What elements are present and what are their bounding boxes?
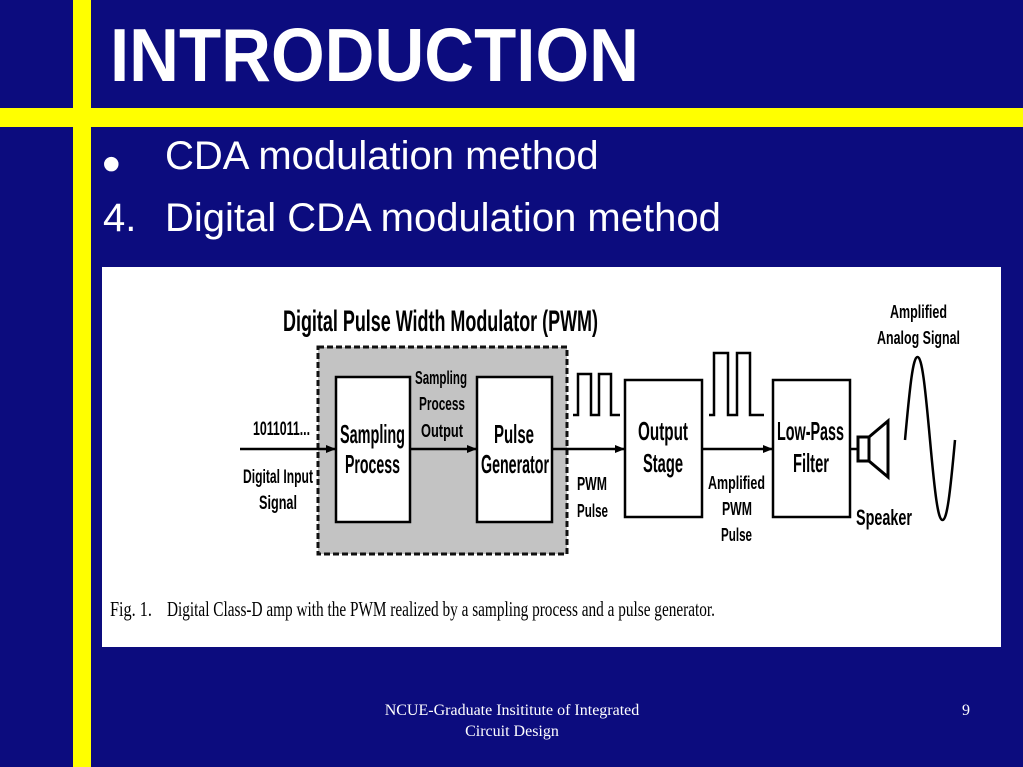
footer-line: Circuit Design [465,723,559,740]
numbered-item: 4. Digital CDA modulation method [103,194,721,242]
sampling-process-block [334,375,412,524]
pulse-generator-block [475,375,554,524]
amplified-pwm-label: Pulse [721,525,752,545]
number-marker: 4. [103,196,137,240]
output-stage-label: Stage [643,448,683,478]
input-signal-label: Digital Input [243,467,313,488]
pwm-pulse-label: PWM [577,474,607,494]
pulse-generator-label: Pulse [494,419,534,449]
input-signal-label: Signal [259,493,297,514]
speaker-label: Speaker [856,505,912,530]
horizontal-accent-bar [0,108,1023,127]
bullet-marker: ● [103,152,120,174]
slide-footer: NCUE-Graduate Insititute of Integrated C… [312,700,712,742]
page-number: 9 [962,702,970,719]
slide-title: INTRODUCTION [110,13,639,97]
vertical-accent-bar [73,0,91,767]
output-stage-label: Output [638,416,688,446]
pwm-pulse-label: Pulse [577,501,608,521]
output-stage-block [623,378,704,519]
low-pass-filter-label: Filter [793,448,829,478]
low-pass-filter-label: Low-Pass [777,416,844,446]
sampling-output-label: Sampling [415,368,467,388]
numbered-item-text: Digital CDA modulation method [165,196,721,240]
pwm-pulse-waveform [573,372,620,417]
sampling-process-label: Sampling [340,419,405,449]
pulse-generator-label: Generator [481,449,549,479]
amplified-pwm-label: Amplified [708,473,765,493]
bullet-item: ● CDA modulation method [103,132,599,180]
class-d-block-diagram: Digital Pulse Width Modulator (PWM) 1011… [110,302,960,621]
low-pass-filter-block [771,378,852,519]
figure-panel: Digital Pulse Width Modulator (PWM) 1011… [102,267,1001,647]
input-bitstream-label: 1011011... [253,419,310,440]
diagram-title: Digital Pulse Width Modulator (PWM) [283,305,598,338]
sampling-output-label: Output [421,421,463,441]
speaker-cone [867,417,890,481]
speaker-magnet [856,435,871,463]
sampling-process-label: Process [345,449,400,479]
analog-signal-label: Amplified [890,302,947,322]
amplified-pwm-waveform [709,351,764,417]
bullet-text: CDA modulation method [165,134,599,178]
analog-sine-waveform [903,355,957,522]
sampling-output-label: Process [419,394,465,414]
figure-caption-number: Fig. 1. [110,597,152,621]
analog-signal-label: Analog Signal [877,328,960,348]
amplified-pwm-label: PWM [722,499,752,519]
footer-line: NCUE-Graduate Insititute of Integrated [384,702,640,719]
speaker-icon [856,417,890,481]
figure-caption: Digital Class-D amp with the PWM realize… [167,597,715,621]
